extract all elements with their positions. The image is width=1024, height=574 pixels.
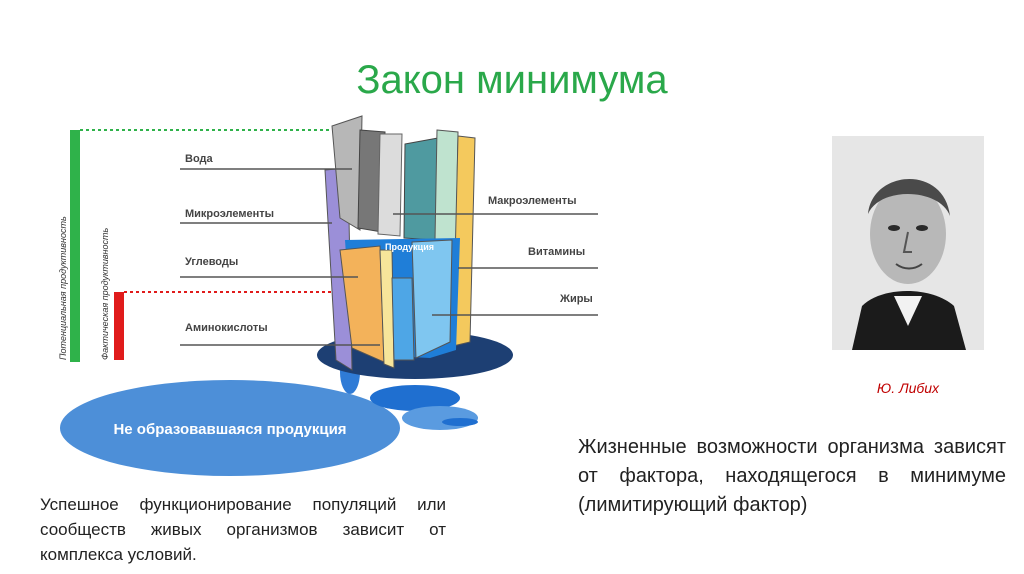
actual-axis-label: Фактическая продуктивность bbox=[100, 228, 110, 360]
stave-sky bbox=[391, 277, 415, 361]
label-macroelements: Макроэлементы bbox=[488, 195, 577, 207]
label-water: Вода bbox=[185, 153, 214, 165]
stave-lightblue bbox=[411, 239, 453, 359]
actual-productivity-bar bbox=[114, 292, 124, 360]
puddle bbox=[60, 380, 400, 476]
liebig-portrait bbox=[832, 136, 984, 350]
page-title: Закон минимума bbox=[356, 58, 668, 102]
puddle-splash-4 bbox=[442, 418, 478, 426]
stave-white bbox=[377, 133, 403, 237]
label-amino-acids: Аминокислоты bbox=[185, 322, 268, 334]
potential-productivity-bar bbox=[70, 130, 80, 362]
main-statement: Жизненные возможности организма зависят … bbox=[578, 436, 1006, 516]
label-carbohydrates: Углеводы bbox=[185, 256, 238, 268]
potential-axis-label: Потенциальная продуктивность bbox=[58, 216, 68, 360]
label-microelements: Микроэлементы bbox=[185, 208, 274, 220]
stave-gray bbox=[331, 115, 363, 231]
portrait-caption: Ю. Либих bbox=[876, 380, 940, 396]
puddle-splash-3 bbox=[402, 406, 478, 430]
label-vitamins: Витамины bbox=[528, 246, 585, 258]
law-of-minimum-diagram: Потенциальная продуктивность Фактическая… bbox=[40, 110, 620, 490]
stave-lightyellow bbox=[379, 249, 395, 369]
left-statement: Успешное функционирование популяций или … bbox=[40, 495, 446, 564]
puddle-splash-2 bbox=[370, 385, 460, 411]
center-label: Продукция bbox=[385, 242, 434, 252]
stave-teal bbox=[403, 137, 439, 241]
label-fats: Жиры bbox=[559, 293, 593, 305]
stave-green bbox=[434, 129, 459, 243]
puddle-label: Не образовавшаяся продукция bbox=[113, 421, 346, 438]
